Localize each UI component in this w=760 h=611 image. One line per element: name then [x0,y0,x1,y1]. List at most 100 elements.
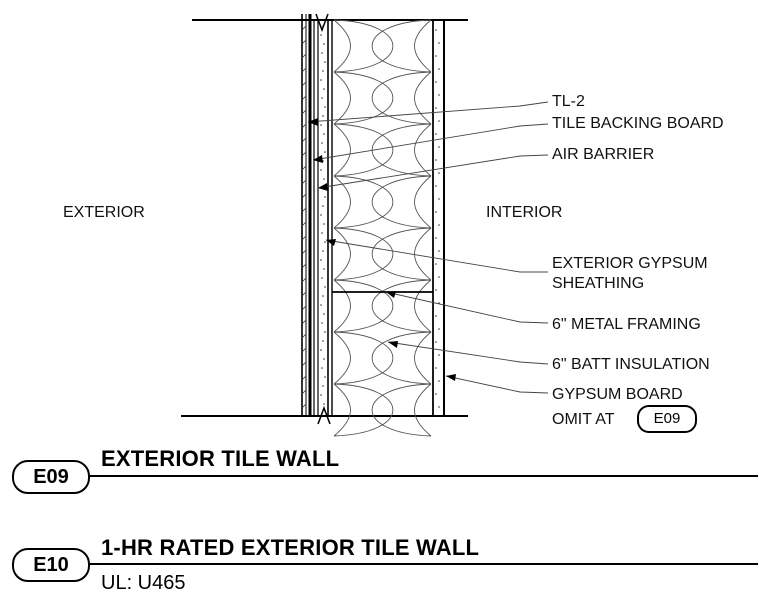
sheathing-speckle [323,178,325,180]
sheathing-speckle [323,43,325,45]
sheathing-speckle [320,259,322,261]
tile-hatch-mark [301,319,307,325]
sheathing-speckle [323,313,325,315]
sheathing-speckle [324,196,326,198]
tile-hatch-mark [301,109,307,115]
gypsum-speckle [435,237,437,239]
sheathing-speckle [322,295,324,297]
interior-side-label: INTERIOR [486,204,563,221]
tile-hatch-mark [301,25,307,31]
tile-hatch-mark [301,235,307,241]
callout-air-barrier: AIR BARRIER [552,146,655,163]
detail-e09-underline [88,475,758,477]
tile-hatch-mark [301,389,307,395]
sheathing-speckle [323,403,325,405]
sheathing-speckle [322,70,324,72]
gypsum-speckle [438,250,440,252]
callout-sheathing: SHEATHING [552,275,645,292]
sheathing-speckle [323,223,325,225]
tile-hatch-mark [301,403,307,409]
gypsum-speckle [435,393,437,395]
sheathing-speckle [323,133,325,135]
gypsum-speckle [435,211,437,213]
sheathing-speckle [324,376,326,378]
detail-e09-tag: E09 [12,460,90,494]
callout-metal-framing: 6" METAL FRAMING [552,316,701,333]
sheathing-speckle [324,286,326,288]
insulation-loop [333,19,432,73]
gypsum-speckle [438,406,440,408]
tile-hatch-mark [301,221,307,227]
sheathing-speckle [320,214,322,216]
tile-hatch-mark [301,137,307,143]
detail-e10-title: 1-HR RATED EXTERIOR TILE WALL [101,535,480,560]
gypsum-speckle [438,380,440,382]
break-mark-top [315,13,329,33]
detail-e10-tag: E10 [12,548,90,582]
detail-e09-title: EXTERIOR TILE WALL [101,446,340,471]
tile-hatch-mark [301,95,307,101]
tile-layer [301,14,307,416]
break-mark-bottom [317,405,331,425]
insulation-loop [333,175,432,229]
tile-hatch-mark [301,361,307,367]
sheathing-speckle [322,250,324,252]
gypsum-board-layer [432,20,445,416]
gypsum-speckle [435,315,437,317]
gypsum-speckle [438,94,440,96]
tile-hatch-mark [301,179,307,185]
callout-tile-backing-board: TILE BACKING BOARD [552,115,724,132]
tile-hatch-mark [301,165,307,171]
gypsum-speckle [435,107,437,109]
detail-e10-underline [88,563,758,565]
tile-hatch-mark [301,333,307,339]
gypsum-speckle [438,276,440,278]
gypsum-speckle [435,81,437,83]
insulation-loop [333,383,432,437]
sheathing-speckle [320,169,322,171]
gypsum-speckle [435,289,437,291]
gypsum-speckle [435,159,437,161]
insulation-loop [333,227,432,281]
tile-hatch-mark [301,291,307,297]
sheathing-speckle [322,340,324,342]
tile-hatch-mark [301,67,307,73]
sheathing-speckle [321,277,323,279]
gypsum-speckle [435,263,437,265]
tile-hatch-mark [301,151,307,157]
sheathing-speckle [323,88,325,90]
sheathing-speckle [324,151,326,153]
leader-lines [307,101,549,394]
gypsum-speckle [438,328,440,330]
batt-insulation-pattern [333,19,432,437]
sheathing-speckle [324,331,326,333]
sheathing-speckle [321,367,323,369]
detail-e10-subtitle: UL: U465 [101,572,186,594]
gypsum-speckle [435,185,437,187]
exterior-side-label: EXTERIOR [63,204,145,221]
sheathing-speckle [321,322,323,324]
sheathing-speckle [321,232,323,234]
insulation-loop [333,71,432,125]
sheathing-speckle [320,394,322,396]
sheathing-speckle [323,268,325,270]
gypsum-speckle [435,29,437,31]
tile-hatch-mark [301,375,307,381]
sheathing-speckle [321,142,323,144]
leader-arrows [308,118,456,381]
tile-hatch-mark [301,39,307,45]
tile-hatch-mark [301,81,307,87]
sheathing-speckle [322,115,324,117]
stud-cavity [331,19,434,417]
tile-hatch-mark [301,207,307,213]
sheathing-speckle [321,97,323,99]
gypsum-speckle [435,341,437,343]
sheathing-speckle [320,79,322,81]
gypsum-speckle [438,172,440,174]
tile-hatch-mark [301,305,307,311]
tile-hatch-mark [301,263,307,269]
gypsum-speckle [438,68,440,70]
tile-hatch-mark [301,277,307,283]
omit-at-tag: E09 [637,405,697,433]
gypsum-speckle [435,367,437,369]
